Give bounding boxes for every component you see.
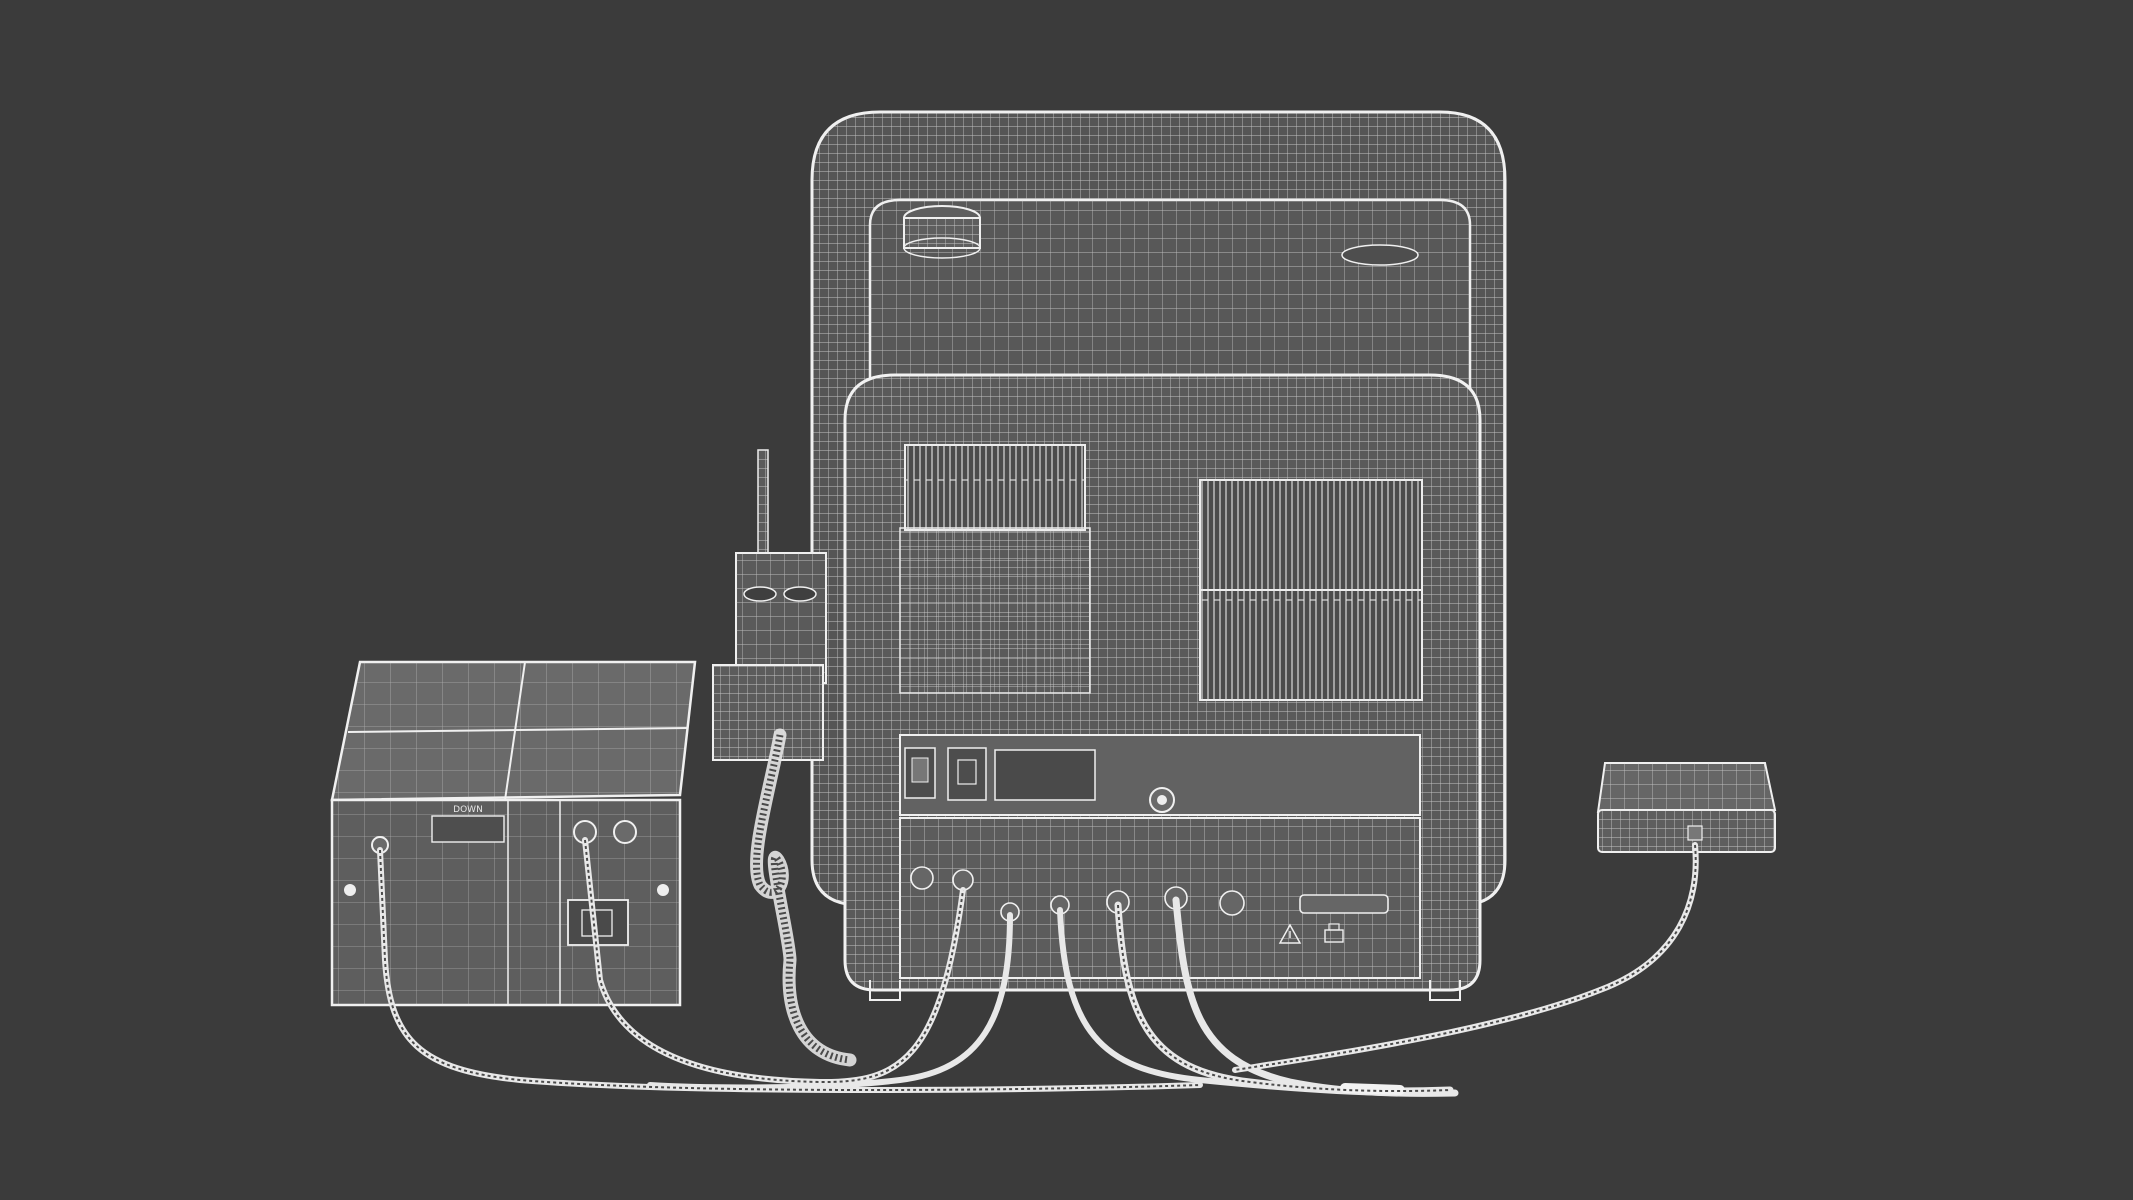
db25-port[interactable] — [1299, 894, 1389, 914]
screw-left — [344, 884, 356, 896]
remote-box — [1596, 762, 1777, 853]
top-knob — [903, 205, 981, 259]
side-unit-tag: DOWN — [453, 805, 483, 815]
printer-icon — [1324, 923, 1344, 943]
screw-right — [657, 884, 669, 896]
rear-panel-upper — [899, 734, 1421, 816]
top-recess — [1341, 244, 1419, 266]
power-switch-icon[interactable] — [904, 747, 936, 799]
vent-grille-right — [1199, 479, 1423, 701]
cable-3 — [647, 912, 1013, 1091]
connector-2[interactable] — [952, 869, 974, 891]
monitor — [810, 110, 1507, 1001]
side-unit: DOWN — [330, 660, 697, 1007]
cable-plug — [1340, 1083, 1405, 1095]
side-unit-connector-c[interactable] — [613, 820, 637, 844]
remote-connector[interactable] — [1687, 825, 1703, 841]
power-inlet-icon — [947, 747, 987, 801]
vent-grille-left — [899, 444, 1091, 694]
side-unit-socket[interactable] — [567, 899, 629, 946]
label-plate — [994, 749, 1096, 801]
connector-1[interactable] — [910, 866, 934, 890]
probe-holder — [712, 449, 857, 1067]
rear-panel-lower — [899, 817, 1421, 979]
connector-7[interactable] — [1219, 890, 1245, 916]
cables-inner — [379, 839, 1697, 1093]
side-unit-display — [431, 815, 505, 843]
warning-triangle-icon — [1278, 923, 1302, 944]
